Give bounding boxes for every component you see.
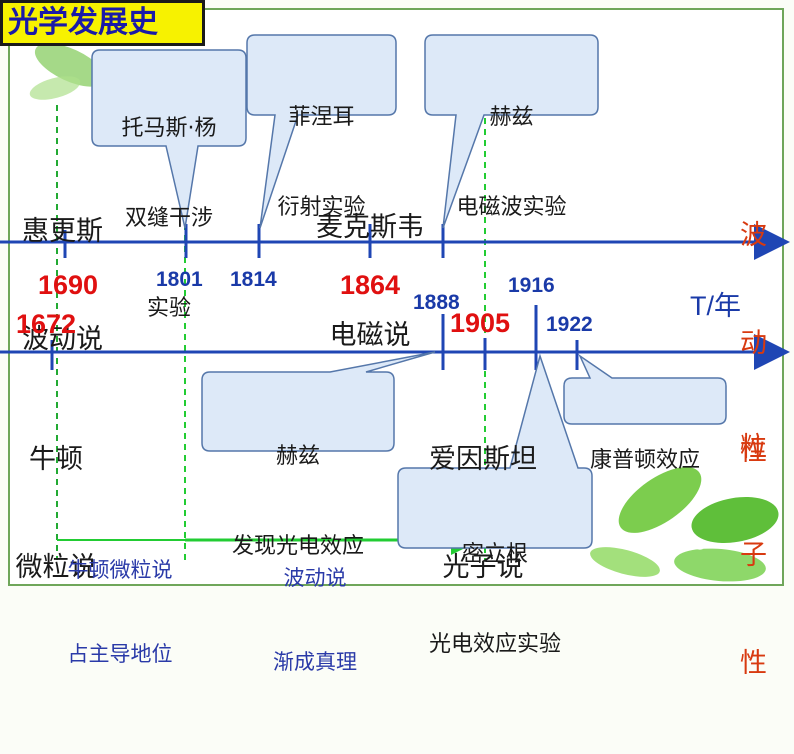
- event-huygens-line-1: 惠更斯: [22, 216, 103, 247]
- callout-young-line-1: 托马斯·杨: [121, 116, 217, 141]
- wave-axis-label: 波 动 性: [740, 146, 774, 542]
- event-maxwell: 麦克斯韦 电磁说: [305, 138, 435, 426]
- event-einstein: 爱因斯坦 光子说: [418, 370, 548, 658]
- callout-millikan: [397, 353, 593, 549]
- callout-hertz-wave-text: 赫兹 电磁波实验: [425, 43, 598, 283]
- event-newton-line-1: 牛顿: [29, 444, 83, 475]
- note-newton-dominant: 牛顿微粒说 占主导地位: [50, 500, 190, 724]
- particle-axis-label-3: 性: [740, 648, 767, 679]
- callout-fresnel-line-1: 菲涅耳: [288, 105, 355, 130]
- callout-fresnel-line-2: 衍射实验: [277, 195, 366, 220]
- callout-compton-line-1: 康普顿效应: [589, 448, 700, 473]
- callout-hertz-photo-text: 赫兹 发现光电效应: [202, 382, 394, 622]
- slide-title: 光学发展史: [0, 0, 205, 46]
- callout-hertz-photo-line-2: 发现光电效应: [231, 534, 364, 559]
- event-newton: 牛顿 微粒说: [6, 370, 106, 658]
- callout-compton-text: 康普顿效应: [564, 386, 726, 536]
- note-wave-truth-line-1: 波动说: [283, 566, 347, 590]
- year-1916: 1916: [508, 274, 555, 297]
- callout-young: [91, 49, 247, 229]
- year-1801: 1801: [156, 268, 203, 291]
- callout-compton: [563, 353, 727, 425]
- callout-young-line-3: 实验: [146, 296, 191, 321]
- callout-fresnel-text: 菲涅耳 衍射实验: [247, 43, 396, 283]
- note-newton-dominant-line-1: 牛顿微粒说: [67, 558, 173, 582]
- wave-axis-label-1: 波: [740, 220, 767, 251]
- callout-fresnel: [246, 34, 397, 229]
- callout-hertz-wave-line-2: 电磁波实验: [456, 195, 567, 220]
- decor-layer: [29, 43, 779, 582]
- event-einstein-line-2: 光子说: [442, 552, 524, 583]
- note-newton-dominant-line-2: 占主导地位: [67, 642, 173, 666]
- year-1888: 1888: [413, 291, 460, 314]
- wave-axis-label-3: 性: [740, 436, 767, 467]
- callout-hertz-photo: [201, 351, 436, 452]
- callout-hertz-photo-line-1: 赫兹: [275, 444, 320, 469]
- year-1814: 1814: [230, 268, 277, 291]
- callout-hertz-wave: [424, 34, 599, 229]
- event-maxwell-line-1: 麦克斯韦: [316, 212, 424, 243]
- year-1905: 1905: [450, 308, 511, 338]
- year-1690: 1690: [38, 270, 99, 300]
- time-axis-label: T/年: [690, 291, 741, 321]
- particle-axis-label: 粒 子 性: [740, 358, 774, 754]
- event-maxwell-line-2: 电磁说: [329, 320, 411, 351]
- year-1864: 1864: [340, 270, 401, 300]
- event-huygens-line-2: 波动说: [22, 324, 103, 355]
- event-newton-line-2: 微粒说: [15, 552, 97, 583]
- callout-young-text: 托马斯·杨 双缝干涉 实验: [92, 54, 246, 384]
- event-huygens: 惠更斯 波动说: [22, 142, 103, 430]
- callout-young-line-2: 双缝干涉: [124, 206, 213, 231]
- note-wave-truth-line-2: 渐成真理: [273, 650, 357, 674]
- event-einstein-line-1: 爱因斯坦: [429, 444, 537, 475]
- year-1672: 1672: [16, 309, 77, 339]
- timeline-diagram: [0, 34, 790, 560]
- leaf-decoration-bottom: [590, 467, 779, 582]
- wave-axis-label-2: 动: [740, 328, 767, 359]
- callout-millikan-line-1: 密立根: [461, 542, 528, 567]
- callout-hertz-wave-line-1: 赫兹: [489, 105, 534, 130]
- timeline-slide: 光学发展史 托马斯·杨 双缝干涉 实验 菲涅耳 衍射实验 赫兹 电磁波实验 赫兹…: [0, 0, 790, 679]
- note-wave-truth: 波动说 渐成真理: [245, 508, 385, 732]
- particle-axis-label-2: 子: [740, 540, 767, 571]
- year-1922: 1922: [546, 313, 593, 336]
- leaf-decoration-top: [29, 43, 106, 100]
- particle-axis-label-1: 粒: [740, 432, 767, 463]
